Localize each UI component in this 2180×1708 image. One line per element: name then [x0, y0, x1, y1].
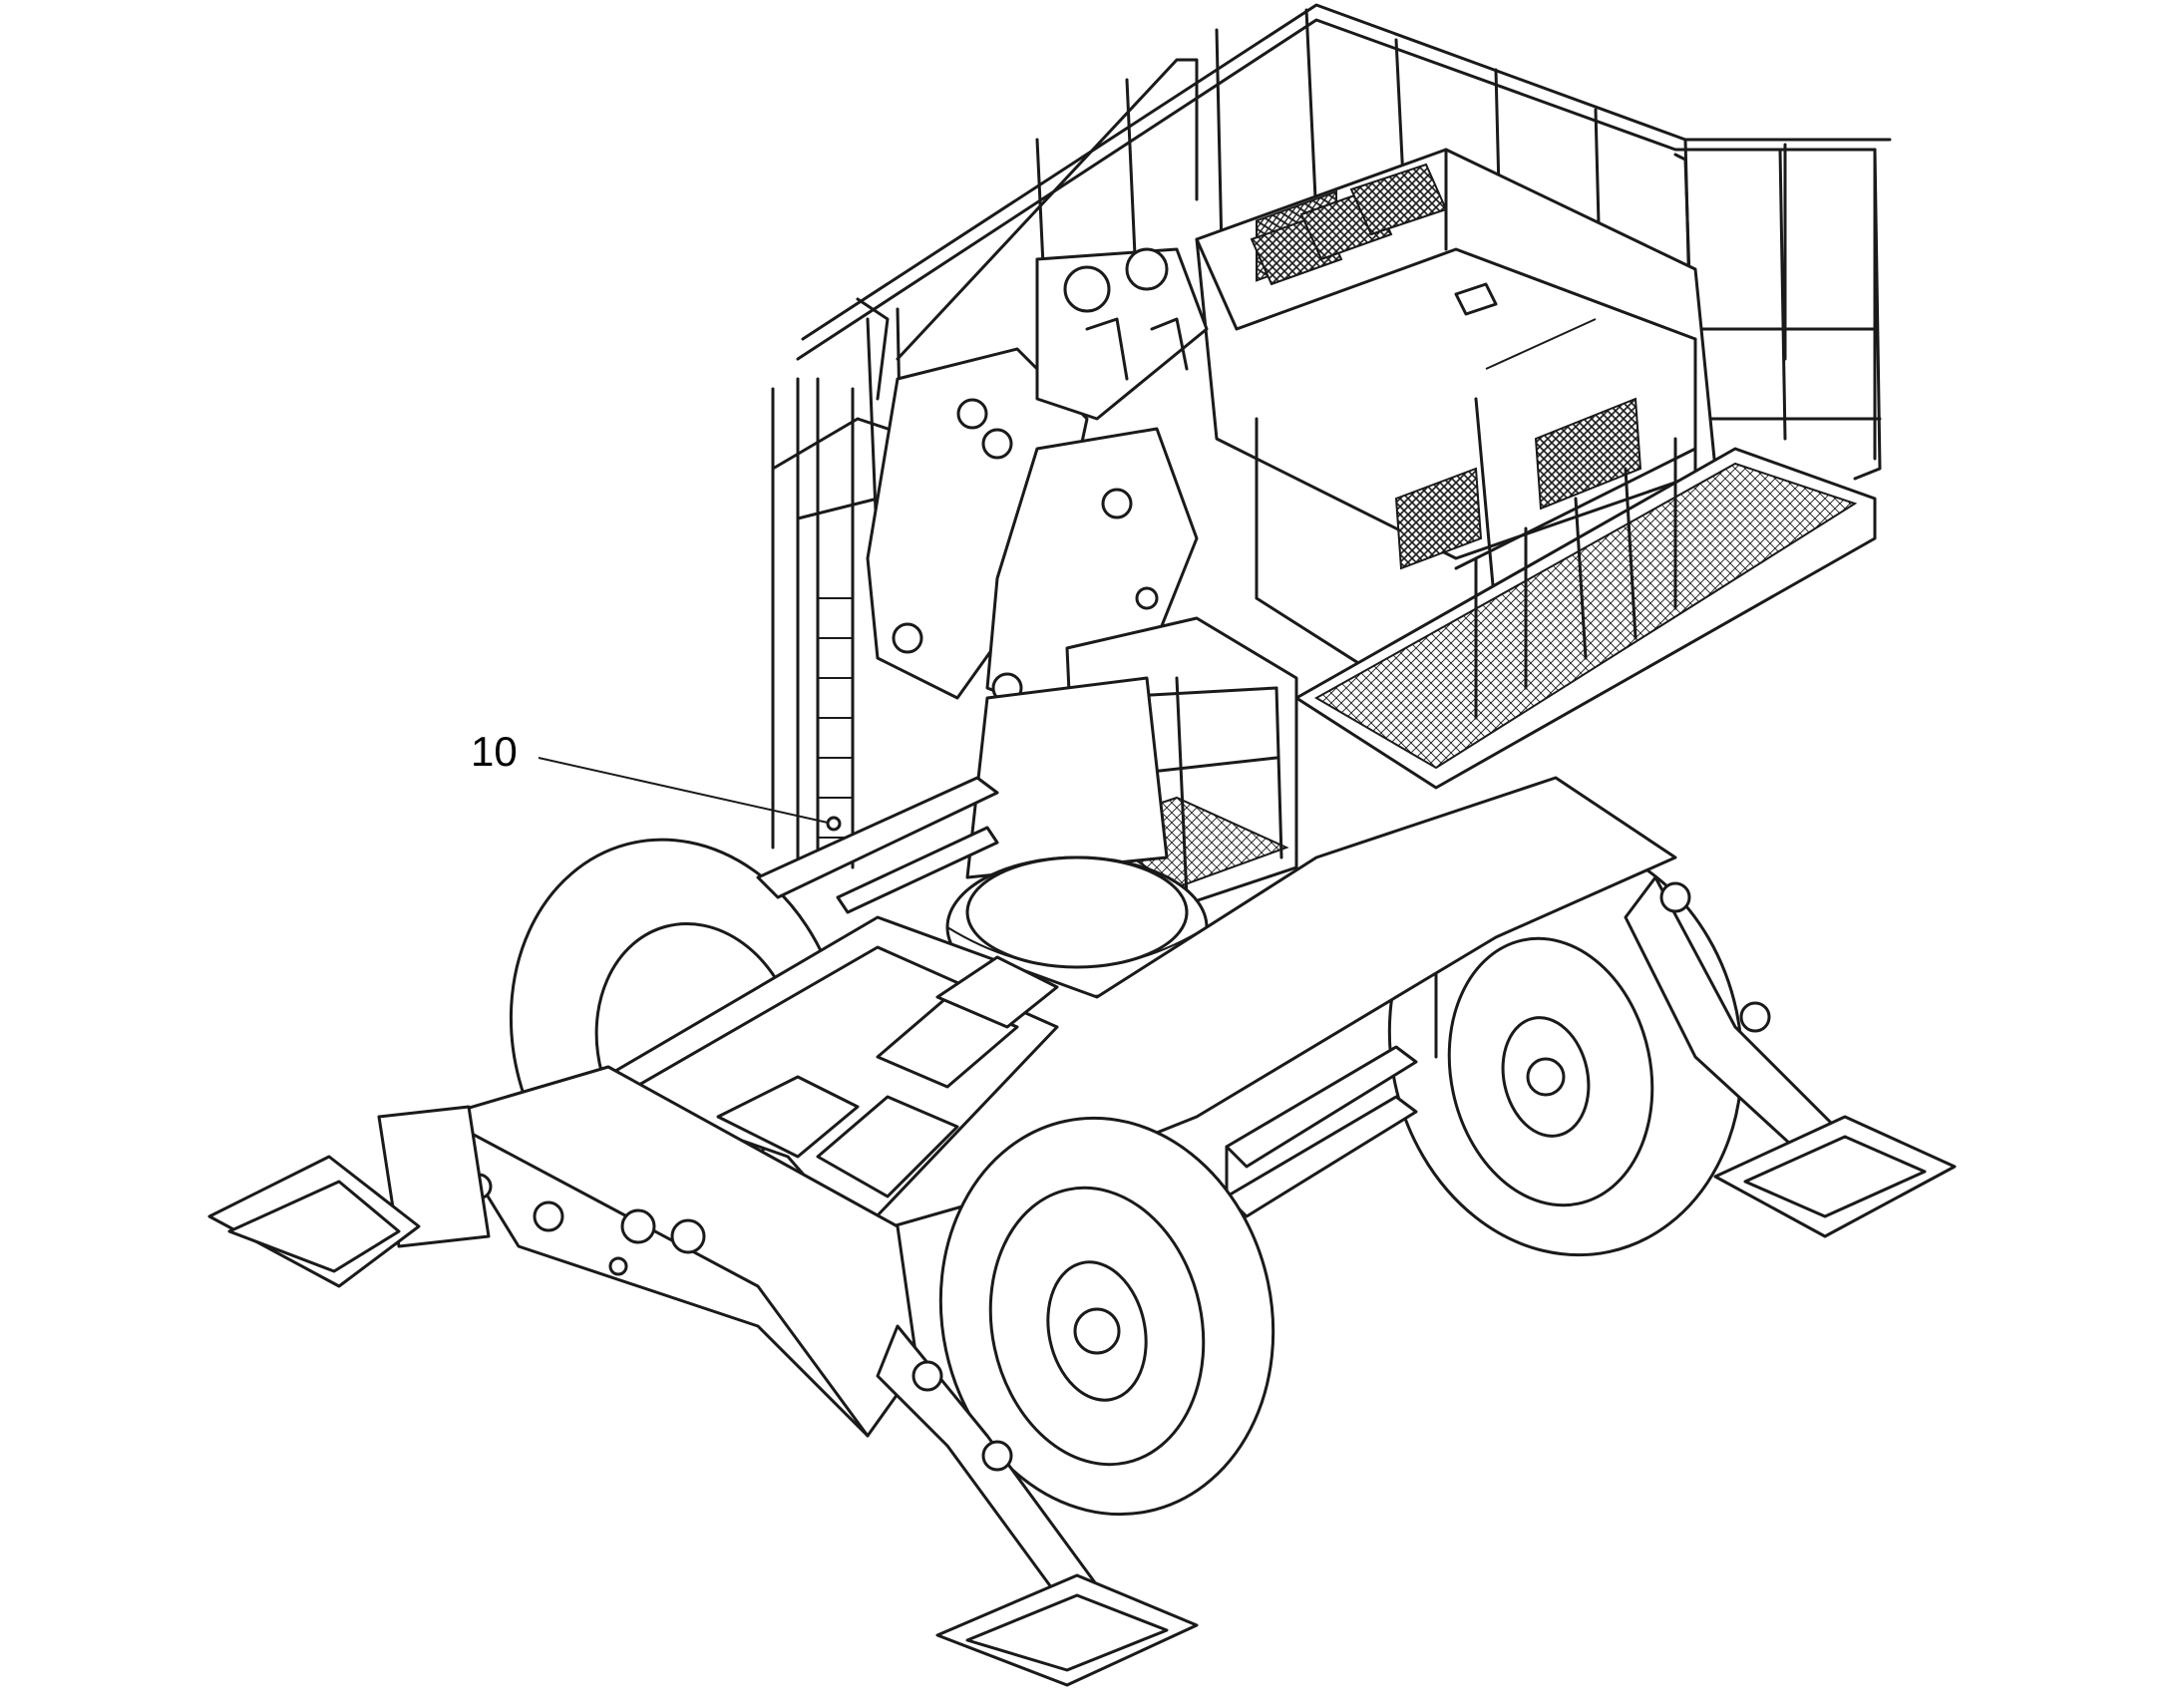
callout-10: 10	[471, 728, 842, 832]
left-steps	[756, 776, 999, 914]
engine-housing	[1195, 148, 1717, 740]
outrigger-rear-right	[1624, 875, 1957, 1238]
right-deck	[1294, 437, 1877, 790]
upper-railing	[796, 3, 1892, 481]
callout-label-10: 10	[471, 728, 518, 775]
callout-leader-line	[538, 757, 829, 824]
outrigger-front-right	[876, 1324, 1199, 1687]
front-wheel	[938, 1116, 1275, 1517]
outrigger-front-left	[207, 1105, 491, 1288]
callout-target-dot	[826, 816, 842, 832]
